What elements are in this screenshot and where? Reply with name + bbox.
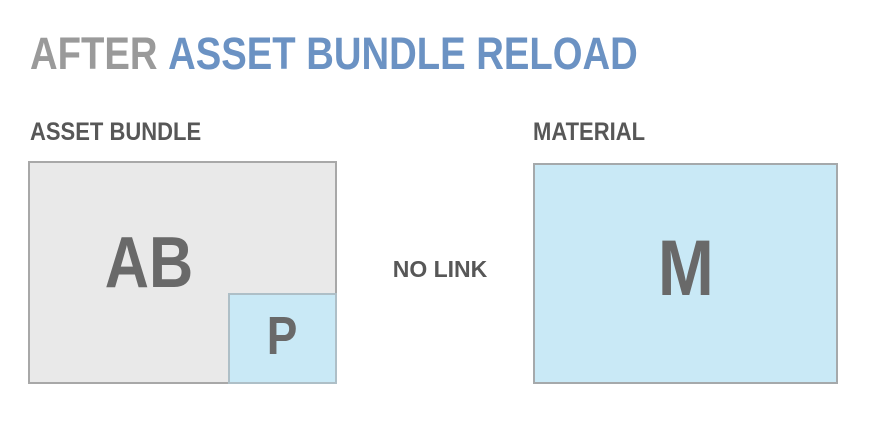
material-section-label: MATERIAL xyxy=(533,118,646,146)
asset-bundle-box: AB xyxy=(28,161,337,384)
page-title: AFTER ASSET BUNDLE RELOAD xyxy=(30,31,638,76)
asset-bundle-section-label: ASSET BUNDLE xyxy=(30,118,202,146)
material-box: M xyxy=(533,163,838,384)
nested-p-box: P xyxy=(228,293,337,384)
no-link-label: NO LINK xyxy=(392,256,488,282)
asset-bundle-box-text: AB xyxy=(104,222,193,303)
title-main: ASSET BUNDLE RELOAD xyxy=(168,28,638,79)
material-box-text: M xyxy=(657,223,714,312)
title-space xyxy=(158,28,169,79)
title-prefix: AFTER xyxy=(30,28,158,79)
nested-p-box-text: P xyxy=(267,305,298,366)
